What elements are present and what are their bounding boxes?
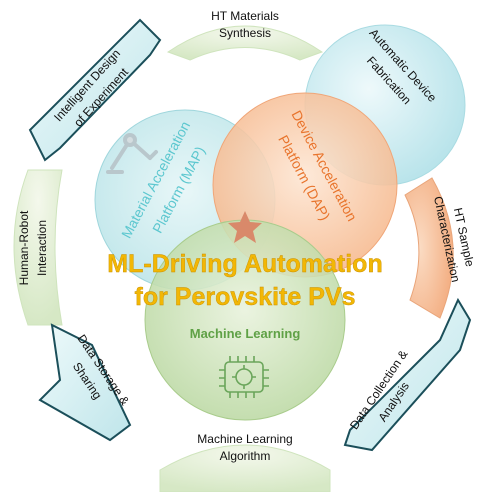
segment-ht-materials-synthesis-bg — [166, 25, 324, 61]
star-icon — [228, 211, 262, 243]
center-title-line2: for Perovskite PVs — [135, 283, 356, 311]
arrow-data-collection-analysis — [343, 297, 472, 452]
segment-ht-sample-characterization-bg — [404, 177, 454, 319]
center-title-line1: ML-Driving Automation — [107, 250, 382, 278]
ht-materials-synthesis-line1: HT Materials — [211, 9, 279, 23]
segment-machine-learning-algorithm-bg — [159, 444, 331, 492]
robot-arm-icon — [106, 133, 158, 174]
human-robot-interaction-line1: Human-Robot — [17, 210, 31, 285]
segment-human-robot-interaction-bg — [13, 169, 63, 326]
machine-learning-algorithm-line1: Machine Learning — [197, 432, 292, 446]
ht-materials-synthesis-line2: Synthesis — [219, 26, 271, 40]
arrow-data-storage-sharing — [38, 323, 132, 442]
human-robot-interaction-line2: Interaction — [35, 220, 49, 276]
neural-network-chip-icon — [219, 356, 269, 398]
machine-learning-algorithm-line2: Algorithm — [220, 449, 271, 463]
ml-label: Machine Learning — [190, 326, 301, 341]
arrow-intelligent-design — [28, 18, 162, 162]
